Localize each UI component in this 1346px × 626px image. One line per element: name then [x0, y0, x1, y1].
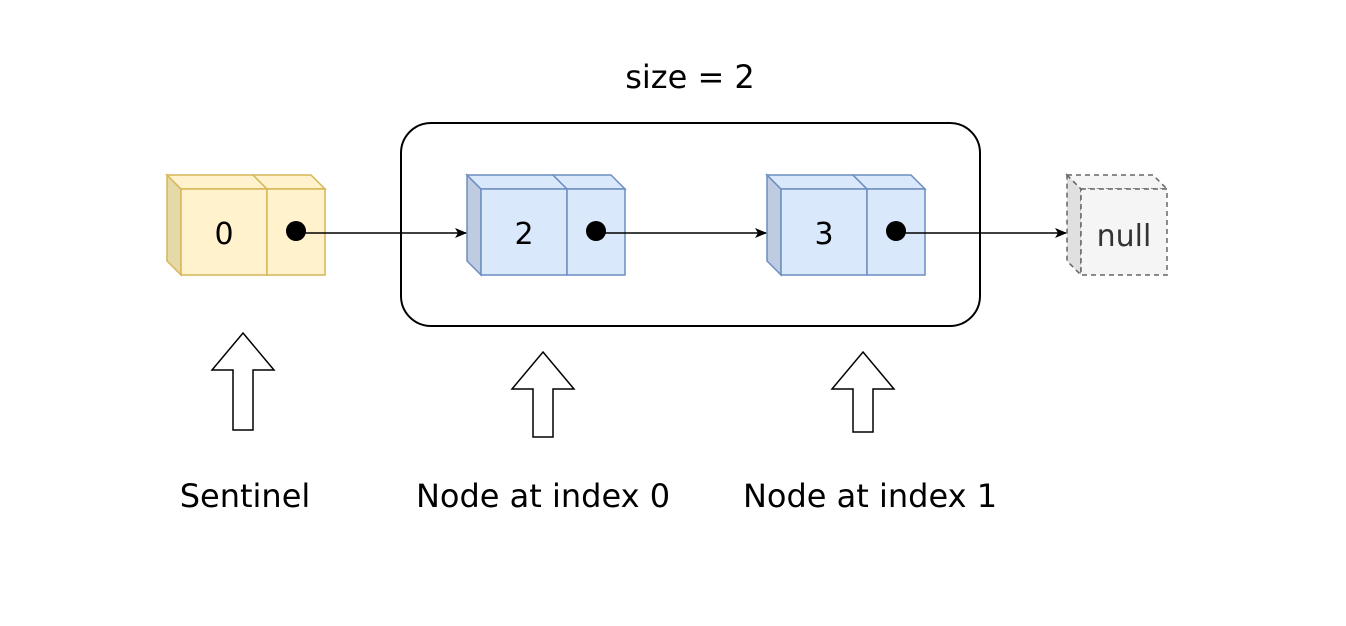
sentinel-node: 0: [165, 173, 327, 277]
index-1-caption: Node at index 1: [743, 477, 997, 515]
null-terminal: null: [1065, 173, 1169, 277]
node-index-1-next-pointer: [886, 221, 906, 241]
sentinel-next-pointer: [286, 221, 306, 241]
node-index-1-value: 3: [814, 217, 833, 252]
up-arrow-sentinel: [210, 331, 276, 431]
index-0-caption: Node at index 0: [416, 477, 670, 515]
list-container: [400, 122, 981, 327]
sentinel-value: 0: [214, 217, 233, 252]
size-title: size = 2: [625, 58, 755, 96]
node-index-0: 2: [465, 173, 627, 277]
up-arrow-index-1: [830, 350, 896, 433]
up-arrow-index-0: [510, 350, 576, 438]
node-index-0-next-pointer: [586, 221, 606, 241]
node-index-1: 3: [765, 173, 927, 277]
node-index-0-value: 2: [514, 217, 533, 252]
null-label: null: [1097, 219, 1152, 254]
sentinel-caption: Sentinel: [180, 477, 311, 515]
